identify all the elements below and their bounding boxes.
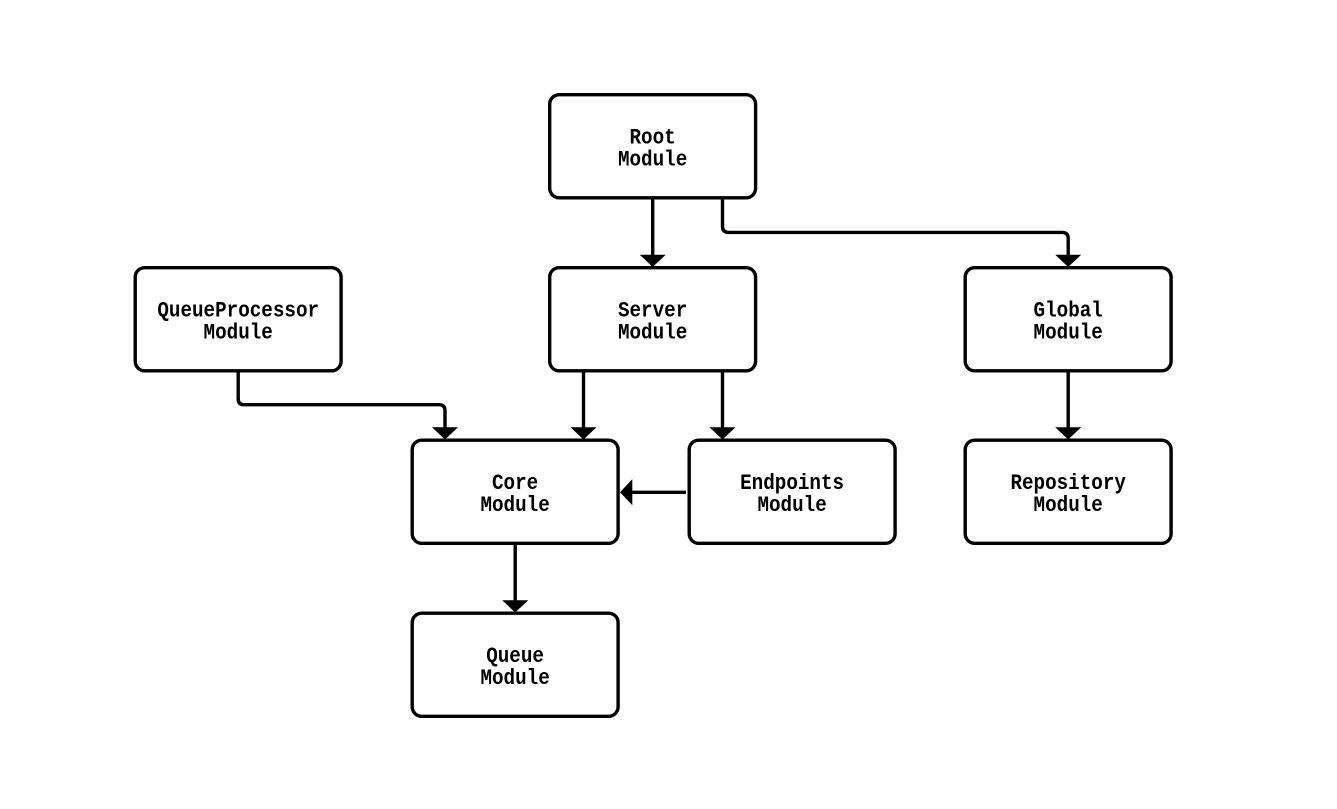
svg-text:Endpoints: Endpoints — [740, 470, 844, 496]
svg-text:Module: Module — [480, 665, 549, 691]
svg-text:Root: Root — [630, 124, 676, 150]
svg-text:Repository: Repository — [1010, 470, 1126, 496]
svg-text:Server: Server — [618, 297, 687, 323]
svg-text:Module: Module — [1034, 319, 1103, 345]
svg-text:Module: Module — [204, 319, 273, 345]
svg-text:Module: Module — [480, 492, 549, 518]
svg-text:Module: Module — [757, 492, 826, 518]
svg-text:Module: Module — [618, 146, 687, 172]
svg-text:Global: Global — [1034, 297, 1103, 323]
svg-text:QueueProcessor: QueueProcessor — [157, 297, 319, 323]
svg-text:Module: Module — [1034, 492, 1103, 518]
svg-text:Queue: Queue — [486, 643, 544, 669]
svg-text:Core: Core — [492, 470, 538, 496]
svg-text:Module: Module — [618, 319, 687, 345]
